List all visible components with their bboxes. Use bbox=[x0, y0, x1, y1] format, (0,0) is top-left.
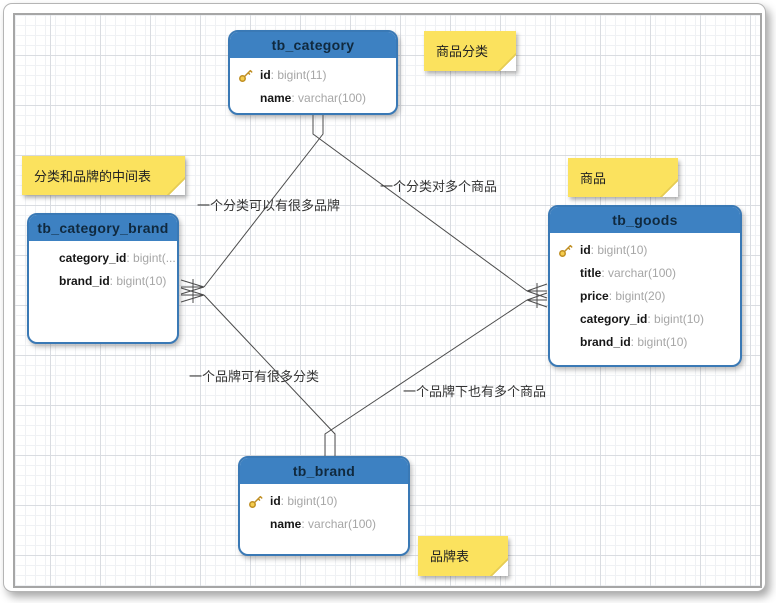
relationship-label-category-goods[interactable]: 一个分类对多个商品 bbox=[380, 179, 498, 194]
column-name: id bbox=[580, 243, 591, 257]
table-title[interactable]: tb_goods bbox=[550, 207, 740, 233]
primary-key-icon bbox=[249, 495, 263, 508]
primary-key-icon bbox=[239, 69, 253, 82]
table-row[interactable]: id: bigint(11) bbox=[230, 64, 396, 87]
relationship-label-brand-category[interactable]: 一个品牌可有很多分类 bbox=[189, 369, 320, 384]
sticky-note-brand[interactable]: 品牌表 bbox=[418, 536, 508, 576]
table-title[interactable]: tb_category_brand bbox=[29, 215, 177, 241]
table-row[interactable]: name: varchar(100) bbox=[240, 513, 408, 536]
column-type: : bigint(10) bbox=[590, 243, 648, 257]
table-row[interactable]: price: bigint(20) bbox=[550, 285, 740, 308]
crowfoot-category-brand-lower bbox=[180, 287, 205, 303]
table-row[interactable]: id: bigint(10) bbox=[550, 239, 740, 262]
column-type: : varchar(100) bbox=[291, 91, 367, 105]
line-category-to-goods[interactable] bbox=[312, 115, 528, 292]
table-row[interactable]: category_id: bigint(10) bbox=[550, 308, 740, 331]
table-columns: id: bigint(10) name: varchar(100) bbox=[240, 484, 408, 536]
column-name: name bbox=[270, 517, 302, 531]
table-tb-brand[interactable]: tb_brand id: bigint(10) name: varchar(10… bbox=[238, 456, 410, 556]
table-tb-goods[interactable]: tb_goods id: bigint(10) title: varchar(1… bbox=[548, 205, 742, 367]
table-tb-category[interactable]: tb_category id: bigint(11) name: varchar… bbox=[228, 30, 398, 115]
column-name: id bbox=[270, 494, 281, 508]
primary-key-icon bbox=[559, 244, 573, 257]
column-type: : bigint(10) bbox=[280, 494, 338, 508]
column-name: name bbox=[260, 91, 292, 105]
table-row[interactable]: title: varchar(100) bbox=[550, 262, 740, 285]
table-columns: id: bigint(11) name: varchar(100) bbox=[230, 58, 396, 110]
column-name: brand_id bbox=[580, 335, 631, 349]
crowfoot-goods-upper bbox=[526, 283, 548, 299]
line-brand-to-goods[interactable] bbox=[324, 299, 528, 456]
column-type: : bigint(20) bbox=[608, 289, 666, 303]
sticky-note-category[interactable]: 商品分类 bbox=[424, 31, 516, 71]
crowfoot-goods-lower bbox=[526, 292, 548, 308]
table-row[interactable]: id: bigint(10) bbox=[240, 490, 408, 513]
line-category-to-category-brand[interactable] bbox=[203, 115, 324, 288]
table-row[interactable]: brand_id: bigint(10) bbox=[550, 331, 740, 354]
column-type: : varchar(100) bbox=[301, 517, 377, 531]
column-type: : varchar(100) bbox=[601, 266, 677, 280]
column-type: : bigint(10) bbox=[630, 335, 688, 349]
line-brand-to-category-brand[interactable] bbox=[203, 294, 336, 456]
column-type: : bigint(10) bbox=[109, 274, 167, 288]
column-name: category_id bbox=[580, 312, 648, 326]
sticky-note-goods[interactable]: 商品 bbox=[568, 158, 678, 197]
table-tb-category-brand[interactable]: tb_category_brand category_id: bigint(..… bbox=[27, 213, 179, 344]
table-columns: id: bigint(10) title: varchar(100) price… bbox=[550, 233, 740, 354]
relationship-label-brand-goods[interactable]: 一个品牌下也有多个商品 bbox=[403, 384, 547, 399]
table-row[interactable]: brand_id: bigint(10) bbox=[29, 270, 177, 293]
table-row[interactable]: category_id: bigint(... bbox=[29, 247, 177, 270]
column-name: id bbox=[260, 68, 271, 82]
column-type: : bigint(... bbox=[126, 251, 176, 265]
relationship-label-category-brand[interactable]: 一个分类可以有很多品牌 bbox=[197, 198, 341, 213]
column-name: title bbox=[580, 266, 602, 280]
table-row[interactable]: name: varchar(100) bbox=[230, 87, 396, 110]
sticky-note-middle-table[interactable]: 分类和品牌的中间表 bbox=[22, 156, 185, 195]
column-name: brand_id bbox=[59, 274, 110, 288]
table-title[interactable]: tb_category bbox=[230, 32, 396, 58]
column-type: : bigint(10) bbox=[647, 312, 705, 326]
table-title[interactable]: tb_brand bbox=[240, 458, 408, 484]
column-name: category_id bbox=[59, 251, 127, 265]
column-name: price bbox=[580, 289, 609, 303]
table-columns: category_id: bigint(... brand_id: bigint… bbox=[29, 241, 177, 293]
column-type: : bigint(11) bbox=[270, 68, 327, 82]
